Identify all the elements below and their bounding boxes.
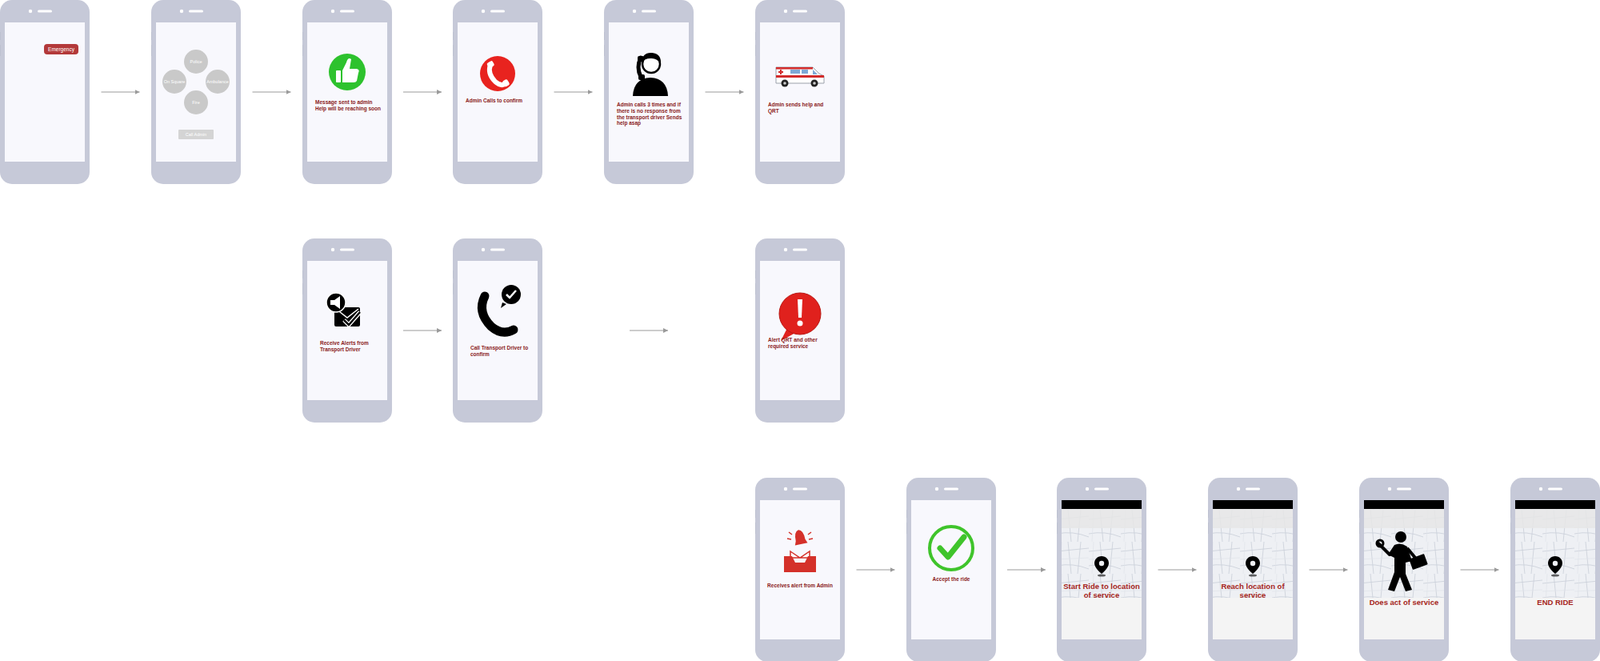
step-caption: Call Transport Driver to confirm [470,344,530,358]
button-label: On Square [164,79,186,85]
phone-screen: Admin Calls to confirm [452,0,543,184]
phone-screen: Admin calls 3 times and if there is no r… [604,0,694,184]
step-caption: Accept the ride [917,576,985,583]
call-admin-button: Call Admin [178,129,214,140]
button-label: Ambulance [206,79,229,85]
phone-screen: Emergency [0,0,90,184]
step-caption: Receive Alerts from Transport Driver [320,340,380,353]
flow-arrow [403,330,442,332]
step-caption: Does act of service [1364,597,1444,607]
step-caption: END RIDE [1515,597,1596,607]
step-caption: Admin Calls to confirm [465,97,533,104]
option-circle: Fire [184,90,208,115]
flow-arrow [1158,569,1197,571]
phone-screen: Start Ride to location of service [1056,477,1147,661]
flow-arrow [101,92,140,93]
phone-screen: Receive Alerts from Transport Driver [302,238,392,423]
flow-arrow [1007,569,1046,571]
button-label: Police [190,59,203,65]
flow-arrow [1460,569,1500,571]
flow-arrow [705,92,744,93]
step-caption: Message sent to admin Help will be reach… [315,99,383,112]
option-circle: Police [184,49,208,74]
phone-screen: Accept the ride [906,477,996,661]
step-caption: Alert QRT and other required service [768,336,836,350]
phone-screen: END RIDE [1510,477,1600,661]
phone-screen: Does act of service [1359,477,1449,661]
flow-arrow [629,330,668,332]
flow-arrow [403,92,442,93]
flow-arrow [1309,569,1348,571]
phone-screen: Admin sends help and QRT [755,0,845,184]
step-caption: Admin calls 3 times and if there is no r… [616,101,684,127]
option-circle: Ambulance [205,69,230,94]
phone-screen: Message sent to admin Help will be reach… [302,0,392,184]
flow-arrow [554,92,593,93]
button-label: Fire [192,100,200,106]
step-caption: Admin sends help and QRT [768,101,836,115]
button-label: Call Admin [185,132,207,138]
emergency-button: Emergency [44,44,79,55]
flow-arrow [252,92,292,93]
step-caption: Reach location of service [1212,581,1293,600]
phone-screen: Call Transport Driver to confirm [452,238,543,423]
phone-screen: Receives alert from Admin [755,477,845,661]
phone-screen: Police On Square AmbulanceFireCall Admin [151,0,241,184]
option-circle: On Square [162,69,187,94]
button-label: Emergency [48,46,75,53]
step-caption: Receives alert from Admin [766,582,834,589]
phone-screen: Reach location of service [1208,477,1298,661]
flow-arrow [856,569,896,571]
step-caption: Start Ride to location of service [1061,581,1142,600]
phone-screen: Alert QRT and other required service [755,238,845,423]
